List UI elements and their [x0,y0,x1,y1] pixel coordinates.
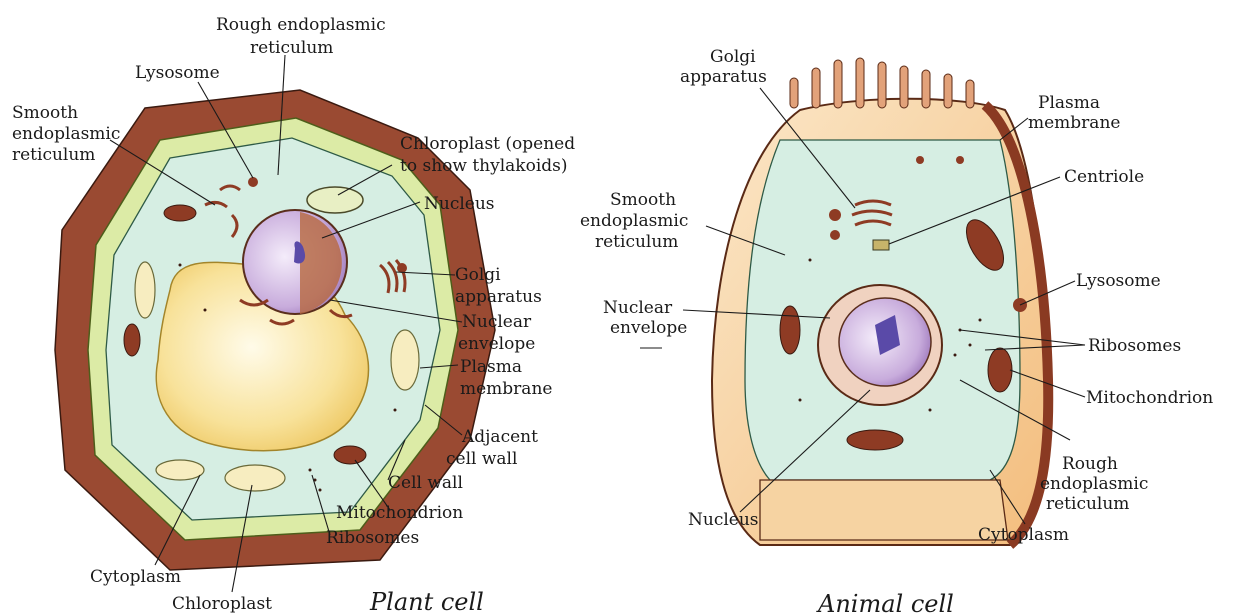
plant-label-plasma-membrane-line1: Plasma [460,357,522,377]
plant-label-rough-er-line2: reticulum [250,38,333,58]
plant-chloroplast [135,262,155,318]
plant-label-mitochondrion: Mitochondrion [336,503,463,523]
animal-label-plasma-line1: Plasma [1038,93,1100,113]
plant-label-adjacent-wall-line1: Adjacent [461,427,538,447]
plant-label-cell-wall: Cell wall [388,473,463,493]
plant-label-nucleus: Nucleus [424,194,495,214]
plant-mitochondrion [164,205,196,221]
animal-label-ribosomes: Ribosomes [1088,336,1181,356]
plant-chloroplast [225,465,285,491]
animal-label-smooth-er-line2: endoplasmic [580,211,688,231]
plant-label-cytoplasm: Cytoplasm [90,567,181,587]
plant-label-golgi-line2: apparatus [455,287,542,307]
plant-label-smooth-er-line2: endoplasmic [12,124,120,144]
animal-label-rough-er-line2: endoplasmic [1040,474,1148,494]
plant-lysosome [248,177,258,187]
animal-label-rough-er-line1: Rough [1062,454,1118,474]
animal-label-mitochondrion: Mitochondrion [1086,388,1213,408]
animal-label-nucleus: Nucleus [688,510,759,530]
plant-lysosome [397,263,407,273]
plant-label-nuclear-envelope-line1: Nuclear [462,312,532,332]
animal-label-nuclear-line2: envelope [610,318,687,338]
plant-label-adjacent-wall-line2: cell wall [446,449,517,469]
plant-label-ribosomes: Ribosomes [326,528,419,548]
animal-label-rough-er-line3: reticulum [1046,494,1129,514]
plant-label-chloroplast-opened-line1: Chloroplast (opened [400,134,575,154]
plant-chloroplast [156,460,204,480]
plant-label-plasma-membrane-line2: membrane [460,379,552,399]
plant-label-lysosome: Lysosome [135,63,220,83]
animal-microvilli [790,58,974,108]
plant-chloroplast-opened [307,187,363,213]
animal-mitochondrion [780,306,800,354]
animal-label-plasma-line2: membrane [1028,113,1120,133]
animal-label-centriole: Centriole [1064,167,1144,187]
animal-label-golgi-line1: Golgi [710,47,756,67]
animal-label-smooth-er-line3: reticulum [595,232,678,252]
plant-caption: Plant cell [369,588,484,616]
animal-cell-slab [760,480,1008,540]
animal-mitochondrion [988,348,1012,392]
plant-cell: Rough endoplasmic reticulum Lysosome Smo… [12,15,575,616]
animal-cell: Golgi apparatus Plasma membrane Centriol… [580,47,1213,616]
plant-label-chloroplast-opened-line2: to show thylakoids) [400,156,568,176]
plant-mitochondrion [124,324,140,356]
animal-label-golgi-line2: apparatus [680,67,767,87]
plant-chloroplast [391,330,419,390]
plant-mitochondrion [334,446,366,464]
plant-label-chloroplast: Chloroplast [172,594,272,614]
plant-label-golgi-line1: Golgi [455,265,501,285]
animal-label-smooth-er-line1: Smooth [610,190,676,210]
plant-label-smooth-er-line3: reticulum [12,145,95,165]
animal-label-cytoplasm: Cytoplasm [978,525,1069,545]
plant-label-nuclear-envelope-line2: envelope [458,334,535,354]
plant-label-rough-er-line1: Rough endoplasmic [216,15,386,35]
animal-label-nuclear-line1: Nuclear [603,298,673,318]
plant-label-smooth-er-line1: Smooth [12,103,78,123]
animal-label-lysosome: Lysosome [1076,271,1161,291]
animal-centriole [873,240,889,250]
animal-caption: Animal cell [816,590,954,616]
animal-mitochondrion [847,430,903,450]
